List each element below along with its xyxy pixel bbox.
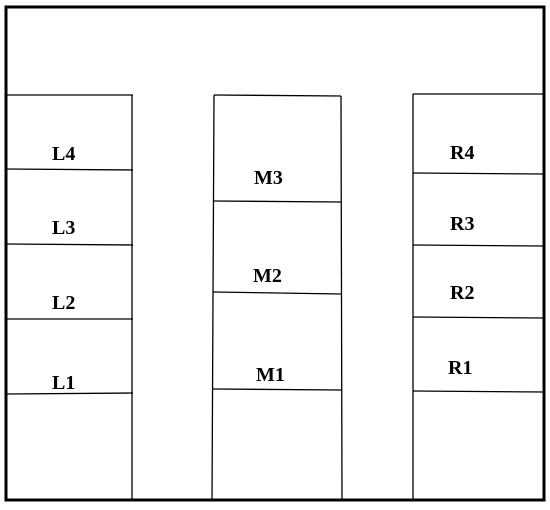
right-divider-2 [412,244,545,247]
middle-column: M3 M2 M1 [211,94,343,501]
left-divider-2 [5,243,134,246]
right-column: R4 R3 R2 R1 [412,93,545,500]
cell-label-m1: M1 [256,364,285,386]
middle-divider-2 [212,291,342,295]
right-divider-3 [412,316,545,319]
outer-frame [4,5,546,502]
left-column: L4 L3 L2 L1 [5,94,134,500]
middle-divider-1 [213,200,342,203]
left-column-bottom-line [5,392,134,395]
middle-column-top-line [213,94,342,97]
cell-label-l2: L2 [52,292,75,314]
left-divider-1 [5,168,134,171]
middle-column-left-edge [211,94,215,501]
cell-label-r2: R2 [450,282,474,304]
cell-label-l1: L1 [52,372,75,394]
middle-column-bottom-line [212,388,343,391]
cell-label-m2: M2 [253,265,282,287]
middle-column-right-edge [340,95,343,501]
cell-label-r3: R3 [450,213,474,235]
cell-label-r1: R1 [448,357,472,379]
cell-label-l3: L3 [52,217,75,239]
cell-label-m3: M3 [254,167,283,189]
cell-label-l4: L4 [52,143,75,165]
right-divider-1 [412,172,545,175]
cell-label-r4: R4 [450,142,474,164]
right-column-bottom-line [412,390,545,393]
